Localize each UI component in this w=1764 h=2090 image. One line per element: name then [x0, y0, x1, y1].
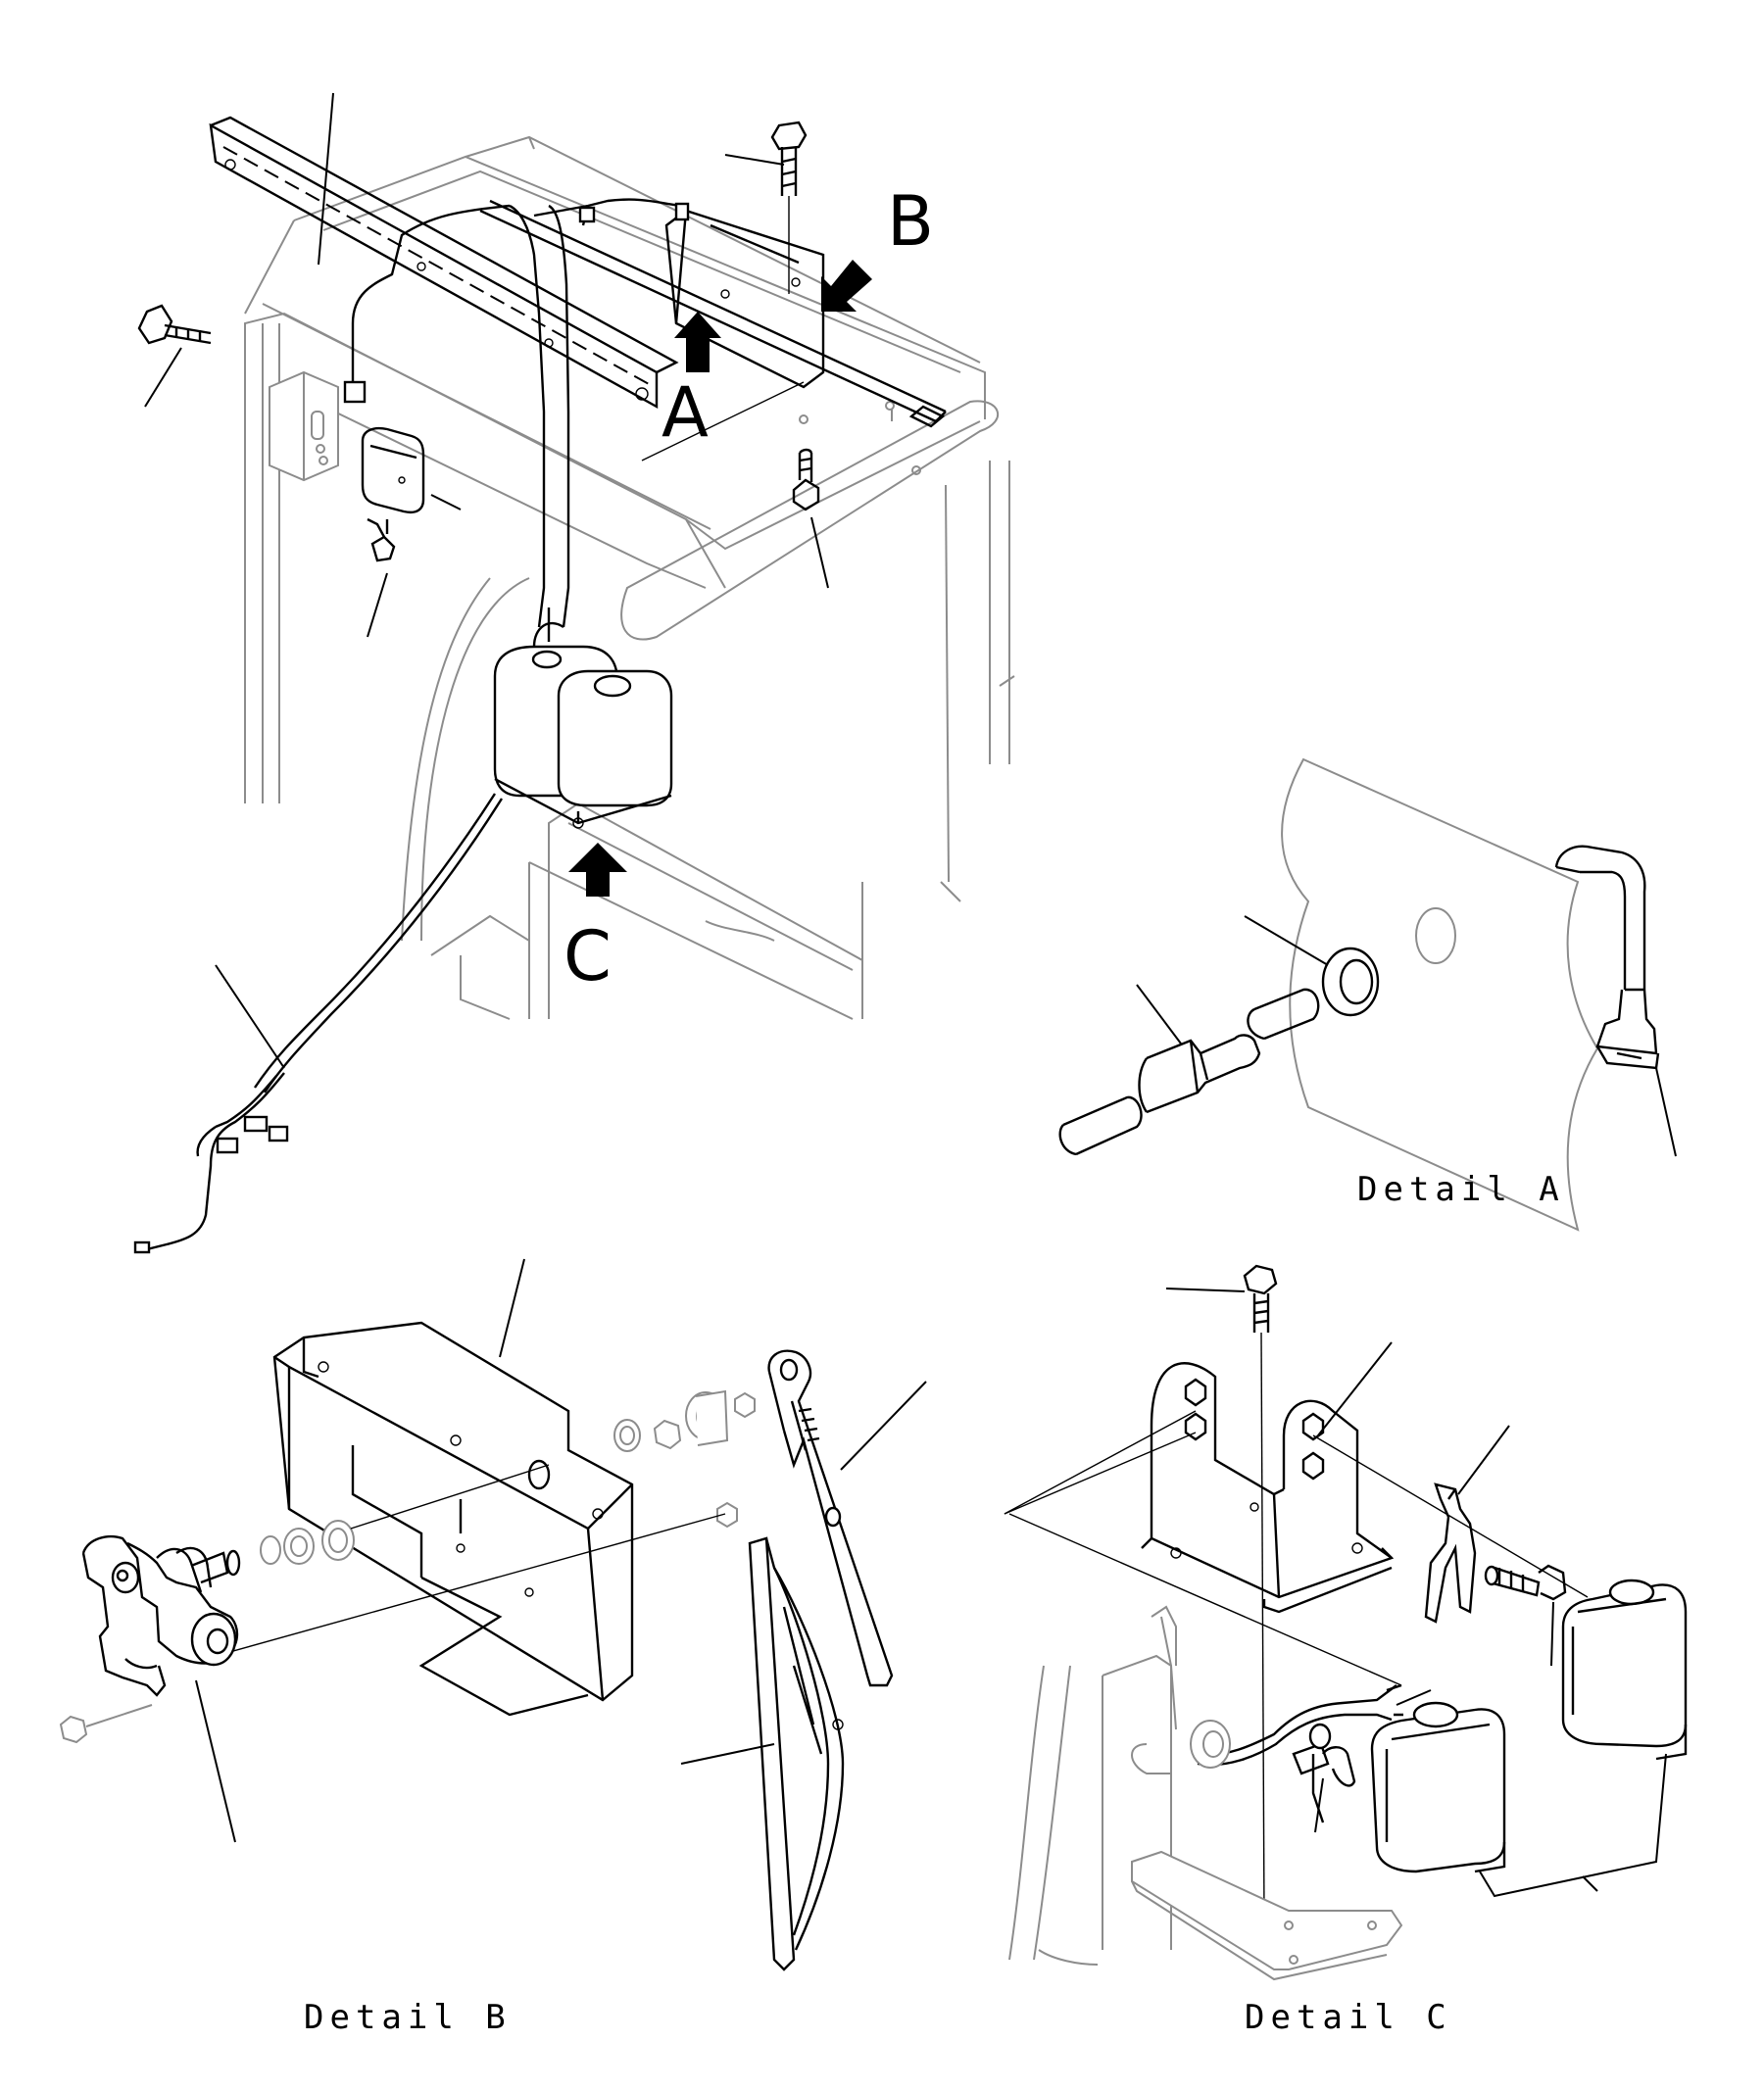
- wiring-harness-lower: [133, 793, 504, 1254]
- washer-tanks: [493, 608, 673, 829]
- wiring-harness-main: [343, 198, 946, 628]
- side-parts: [137, 121, 820, 562]
- main-leader-lines: [144, 92, 829, 1069]
- detail-b-caption: Detail B: [304, 1998, 512, 2037]
- callout-b: B: [887, 181, 934, 262]
- top-bracket: [209, 116, 679, 410]
- detail-a-caption: Detail A: [1357, 1170, 1565, 1209]
- detail-c-caption: Detail C: [1245, 1998, 1452, 2037]
- callout-arrows: [568, 260, 872, 897]
- arrow-c: [568, 843, 627, 897]
- arrow-a: [674, 312, 721, 372]
- callout-a: A: [662, 372, 709, 453]
- arrow-b: [821, 260, 872, 312]
- cab-frame: [244, 135, 1015, 1020]
- detail-a-group: [1058, 757, 1677, 1232]
- detail-b-group: [59, 1258, 927, 1971]
- callout-c: C: [564, 916, 612, 996]
- detail-c-group: [1004, 1264, 1688, 1981]
